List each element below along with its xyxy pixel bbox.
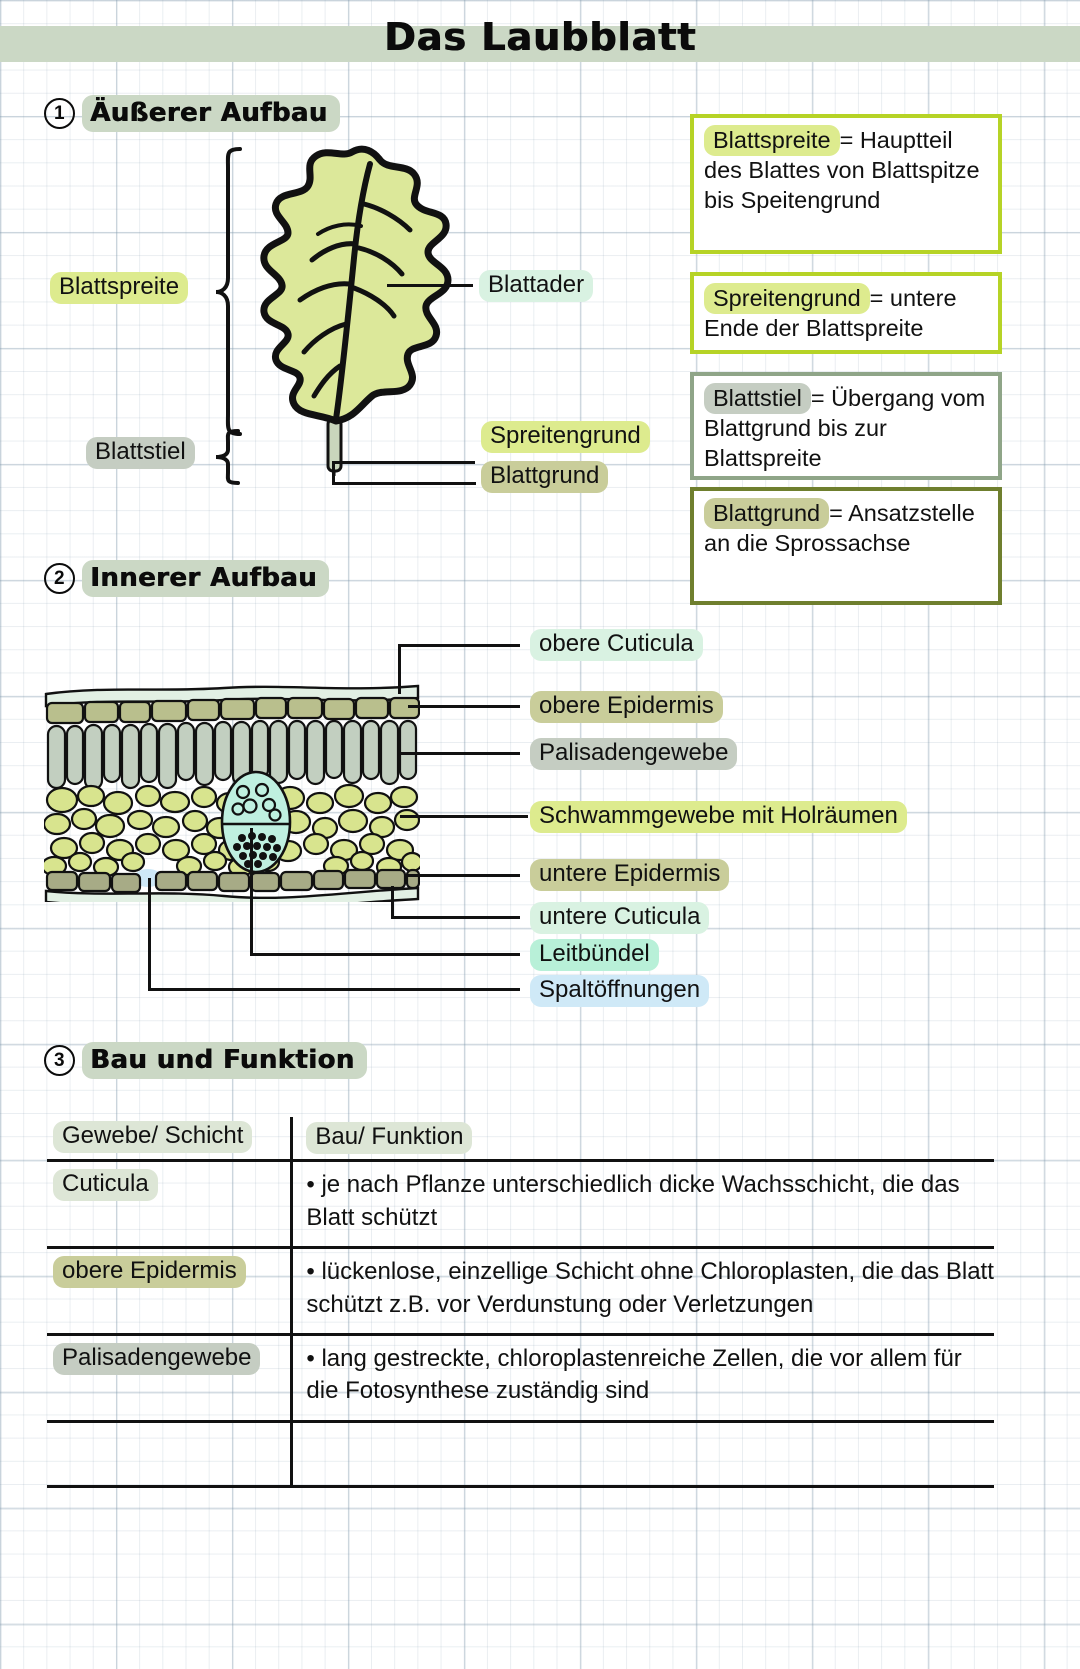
leader-untere-epidermis: [404, 874, 520, 878]
info-term-blattstiel: Blattstiel: [704, 383, 811, 415]
table-cell-layer: obere Epidermis: [47, 1249, 290, 1300]
table-rule-2: [47, 1332, 994, 1337]
vascular-bundle: [220, 770, 292, 874]
table-row: Palisadengewebe • lang gestreckte, chlor…: [47, 1336, 994, 1420]
table-rule-bottom: [47, 1485, 994, 1488]
section-number-1: 1: [44, 98, 75, 129]
cs-label-spaltoeffnungen: Spaltöffnungen: [530, 975, 710, 1007]
table-row: Cuticula • je nach Pflanze unterschiedli…: [47, 1162, 994, 1246]
leader-obere-cuticula-v: [398, 644, 402, 694]
leaf-label-spreitengrund: Spreitengrund: [481, 421, 650, 453]
table-column-divider: [290, 1423, 294, 1486]
leader-palisadengewebe: [400, 752, 520, 756]
table-column-divider: [290, 1117, 294, 1159]
info-def-blattgrund: = Ansatzstelle an die Sprossachse: [704, 500, 975, 557]
leaf-label-blattspreite: Blattspreite: [50, 272, 189, 304]
section-number-3: 3: [44, 1045, 75, 1076]
leader-obere-cuticula-h: [398, 644, 520, 648]
table-header-row: Gewebe/ Schicht Bau/ Funktion: [47, 1117, 994, 1159]
info-def-blattspreite: = Hauptteil des Blattes von Blattspitze …: [704, 127, 980, 214]
cs-label-obere-cuticula: obere Cuticula: [530, 629, 703, 661]
leaf-label-blattgrund: Blattgrund: [481, 461, 609, 493]
cs-label-obere-epidermis: obere Epidermis: [530, 691, 723, 723]
table-column-divider: [290, 1162, 294, 1246]
table-row-empty: [47, 1423, 994, 1486]
brace-blattstiel: [215, 429, 240, 485]
leaf-label-blattader: Blattader: [479, 270, 594, 302]
section-number-2: 2: [44, 563, 75, 594]
info-term-spreitengrund: Spreitengrund: [704, 283, 870, 315]
cs-label-schwammgewebe: Schwammgewebe mit Holräumen: [530, 801, 907, 833]
section-label-2: Innerer Aufbau: [82, 560, 329, 597]
section-heading-3: 3 Bau und Funktion: [44, 1042, 367, 1079]
leader-untere-cuticula-h: [391, 916, 520, 920]
leader-schwammgewebe: [400, 815, 528, 819]
leader-spaltoeffnungen-v: [148, 878, 152, 991]
cs-label-leitbuendel: Leitbündel: [530, 939, 659, 971]
info-term-blattgrund: Blattgrund: [704, 498, 830, 530]
info-box-blattstiel: Blattstiel= Übergang vom Blattgrund bis …: [690, 372, 1002, 480]
table-cell-description: • je nach Pflanze unterschiedlich dicke …: [306, 1171, 960, 1231]
leader-obere-epidermis: [408, 705, 520, 709]
table-cell-description: • lückenlose, einzellige Schicht ohne Ch…: [306, 1258, 994, 1318]
table-rule-header: [47, 1158, 994, 1163]
info-box-blattgrund: Blattgrund= Ansatzstelle an die Sprossac…: [690, 487, 1002, 605]
info-term-blattspreite: Blattspreite: [704, 125, 840, 157]
leader-blattader: [387, 284, 473, 288]
leader-blattgrund-h: [332, 482, 476, 486]
section-heading-1: 1 Äußerer Aufbau: [44, 95, 340, 132]
cs-label-untere-cuticula: untere Cuticula: [530, 902, 710, 934]
table-row: obere Epidermis • lückenlose, einzellige…: [47, 1249, 994, 1333]
leader-leitbuendel-h: [250, 953, 520, 957]
leader-untere-cuticula-v: [391, 886, 395, 918]
table-column-divider: [290, 1249, 294, 1333]
section-label-3: Bau und Funktion: [82, 1042, 367, 1079]
info-box-spreitengrund: Spreitengrund= untere Ende der Blattspre…: [690, 272, 1002, 354]
info-def-spreitengrund: = untere Ende der Blattspreite: [704, 285, 957, 342]
table-column-divider: [290, 1336, 294, 1420]
leader-spaltoeffnungen-h: [148, 988, 520, 992]
leaf-illustration: [260, 145, 452, 477]
cs-label-palisadengewebe: Palisadengewebe: [530, 738, 738, 770]
cs-label-untere-epidermis: untere Epidermis: [530, 859, 730, 891]
leaf-cross-section-illustration: [44, 684, 420, 902]
table-cell-description: • lang gestreckte, chloroplastenreiche Z…: [306, 1345, 962, 1405]
leader-spreitengrund: [333, 461, 475, 465]
section-label-1: Äußerer Aufbau: [82, 95, 340, 132]
table-rule-3: [47, 1419, 994, 1424]
table-header-gewebe: Gewebe/ Schicht: [47, 1117, 290, 1158]
table-rule-1: [47, 1245, 994, 1250]
table-header-funktion: Bau/ Funktion: [293, 1117, 994, 1159]
title-band: [0, 26, 1080, 62]
page-title: Das Laubblatt: [383, 15, 697, 59]
leaf-label-blattstiel: Blattstiel: [86, 437, 195, 469]
table-cell-layer: Cuticula: [47, 1162, 290, 1213]
section-heading-2: 2 Innerer Aufbau: [44, 560, 329, 597]
info-box-blattspreite: Blattspreite= Hauptteil des Blattes von …: [690, 114, 1002, 254]
leader-blattgrund-v: [332, 461, 336, 485]
info-def-blattstiel: = Übergang vom Blattgrund bis zur Blatts…: [704, 385, 986, 472]
bau-und-funktion-table: Gewebe/ Schicht Bau/ Funktion Cuticula •…: [47, 1117, 994, 1488]
table-cell-layer: Palisadengewebe: [47, 1336, 290, 1387]
leader-leitbuendel-v: [250, 828, 254, 956]
brace-blattspreite: [215, 147, 242, 436]
